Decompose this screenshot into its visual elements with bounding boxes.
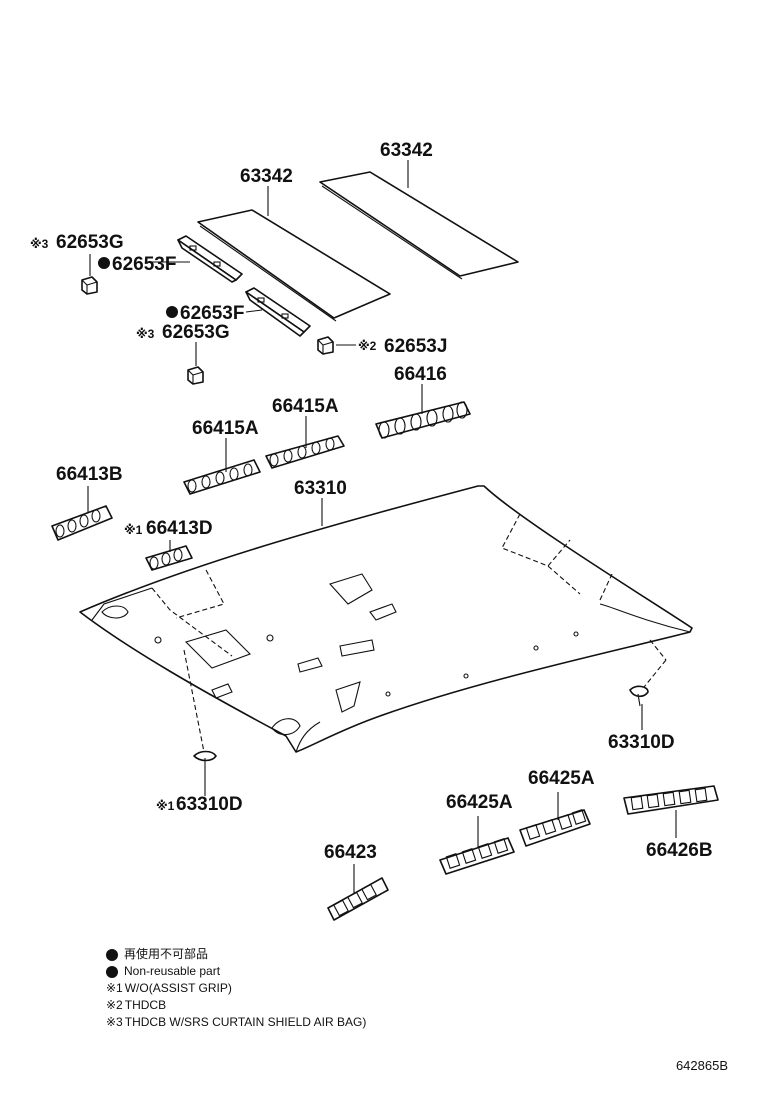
label-63310D-left-mark: ※1: [156, 799, 175, 813]
legend-note-2: ※2 THDCB: [106, 997, 366, 1014]
legend-jp-text: 再使用不可部品: [124, 947, 209, 961]
non-reusable-dot-62653F-mid: [166, 306, 178, 318]
label-63310D-right: 63310D: [608, 732, 675, 753]
harness-66426B: [623, 785, 719, 815]
clip-62653J: [317, 336, 334, 355]
harness-66415A-right: [265, 435, 345, 469]
roof-pad-right: [319, 171, 519, 280]
harness-66425A-right: [519, 809, 591, 847]
label-62653J: 62653J: [384, 336, 447, 357]
clip-63310D-left: [193, 750, 217, 770]
label-63342-right: 63342: [380, 140, 433, 161]
legend-note-3-text: THDCB W/SRS CURTAIN SHIELD AIR BAG): [124, 1015, 367, 1029]
label-66416: 66416: [394, 364, 447, 385]
roof-pad-left: [197, 209, 391, 322]
bracket-62653F-top: [177, 235, 243, 283]
harness-66413D: [145, 545, 193, 571]
label-63310: 63310: [294, 478, 347, 499]
legend-note-1-mark: ※1: [106, 981, 123, 995]
legend-note-2-text: THDCB: [124, 998, 167, 1012]
label-66415A-right: 66415A: [272, 396, 339, 417]
bracket-62653F-mid: [245, 287, 311, 337]
non-reusable-dot-icon: [106, 948, 118, 961]
harness-66423: [327, 877, 389, 921]
clip-63310D-right: [629, 685, 649, 707]
label-62653G-top-mark: ※3: [30, 237, 49, 251]
label-66426B: 66426B: [646, 840, 713, 861]
headliner-63310: [79, 485, 693, 753]
label-63310D-left: 63310D: [176, 794, 243, 815]
label-62653G-mid-mark: ※3: [136, 327, 155, 341]
legend-en-text: Non-reusable part: [124, 964, 221, 978]
clip-62653G-mid: [187, 366, 204, 385]
legend-note-3: ※3 THDCB W/SRS CURTAIN SHIELD AIR BAG): [106, 1014, 366, 1031]
label-66415A-left: 66415A: [192, 418, 259, 439]
document-id: 642865B: [675, 1058, 728, 1073]
legend-row-jp: 再使用不可部品: [106, 946, 366, 963]
legend-row-en: Non-reusable part: [106, 963, 366, 980]
clip-62653G-top: [81, 276, 98, 295]
harness-66413B: [51, 505, 113, 541]
label-62653G-top: 62653G: [56, 232, 124, 253]
label-62653F-top: 62653F: [112, 254, 176, 275]
legend-note-3-mark: ※3: [106, 1015, 123, 1029]
label-66413B: 66413B: [56, 464, 123, 485]
legend-note-1: ※1 W/O(ASSIST GRIP): [106, 980, 366, 997]
non-reusable-dot-62653F-top: [98, 257, 110, 269]
label-62653F-mid: 62653F: [180, 303, 244, 324]
harness-66425A-left: [439, 837, 515, 875]
non-reusable-dot-icon: [106, 965, 118, 978]
legend-note-1-text: W/O(ASSIST GRIP): [124, 981, 232, 995]
label-66425A-right: 66425A: [528, 768, 595, 789]
label-63342-left: 63342: [240, 166, 293, 187]
label-62653G-mid: 62653G: [162, 322, 230, 343]
harness-66415A-left: [183, 459, 261, 495]
label-66413D-mark: ※1: [124, 523, 143, 537]
legend-note-2-mark: ※2: [106, 998, 123, 1012]
label-62653J-mark: ※2: [358, 339, 377, 353]
label-66425A-left: 66425A: [446, 792, 513, 813]
legend: 再使用不可部品 Non-reusable part ※1 W/O(ASSIST …: [106, 946, 366, 1031]
label-66423: 66423: [324, 842, 377, 863]
label-66413D: 66413D: [146, 518, 213, 539]
harness-66416: [375, 401, 471, 439]
